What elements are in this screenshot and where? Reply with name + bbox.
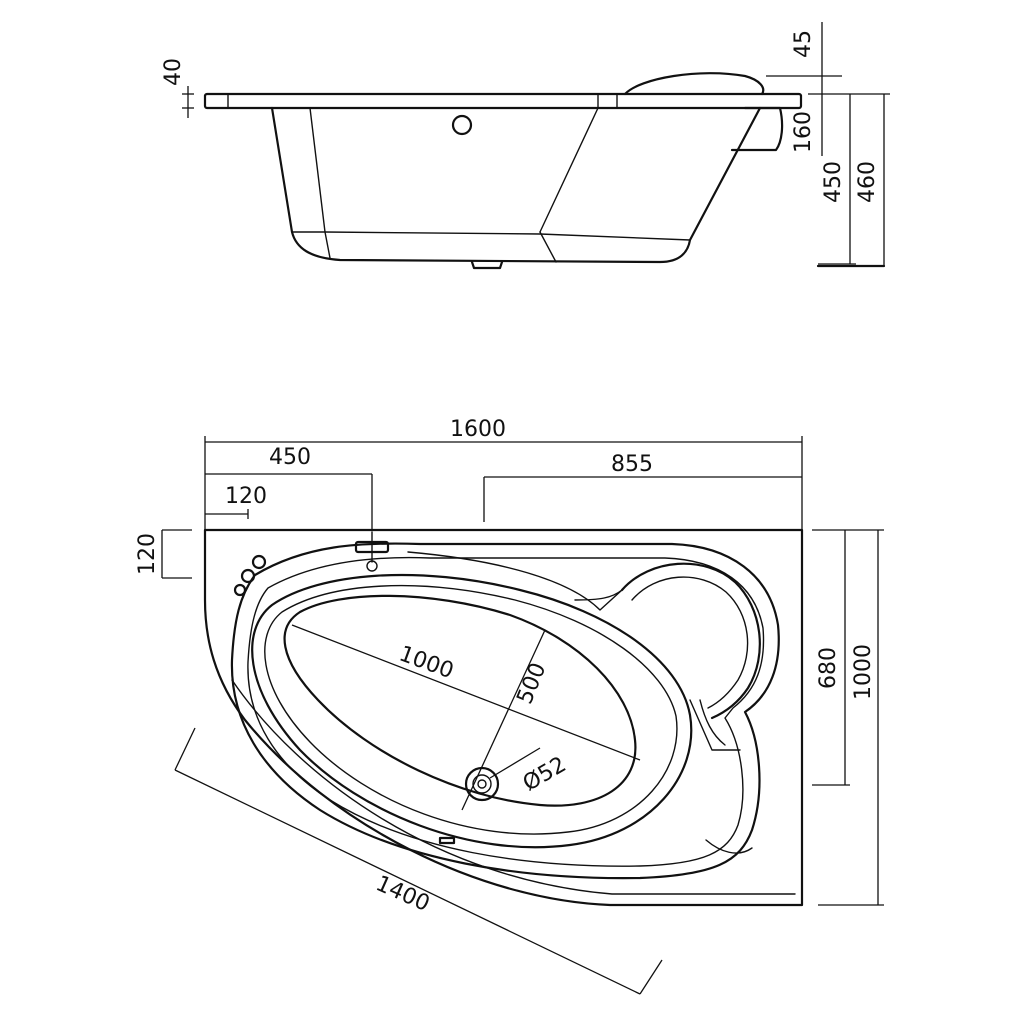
- dim-diagonal: 1400: [372, 871, 433, 917]
- dim-drain: Ø52: [519, 752, 571, 796]
- control-knob-icon: [251, 554, 267, 570]
- dim-headrest: 45: [791, 30, 816, 58]
- dim-right-segment: 855: [611, 452, 653, 477]
- control-knob-icon: [233, 583, 247, 597]
- top-view: 1600 450 855 120 120 1000 500 Ø52 680 10…: [135, 417, 884, 995]
- dim-right-inner: 680: [816, 647, 841, 689]
- dim-total-height: 460: [855, 161, 880, 203]
- tub-outline: [203, 528, 804, 907]
- basin-outer: [251, 573, 693, 849]
- control-knob-icon: [240, 568, 256, 584]
- dim-inner-height: 450: [821, 161, 846, 203]
- side-view: 40 45 160 450 460: [161, 22, 890, 270]
- dim-length: 1600: [450, 417, 506, 442]
- dim-inner-length: 1000: [396, 642, 457, 685]
- dim-right-total: 1000: [851, 644, 876, 700]
- basin-inner: [283, 594, 637, 807]
- dim-faucet-offset: 450: [269, 445, 311, 470]
- dim-small-offset: 120: [225, 484, 267, 509]
- ledge-outline: [230, 542, 780, 880]
- dim-rim: 40: [161, 58, 186, 86]
- dim-inner-width: 500: [513, 659, 552, 707]
- dim-left-small: 120: [135, 533, 160, 575]
- dim-step: 160: [791, 111, 816, 153]
